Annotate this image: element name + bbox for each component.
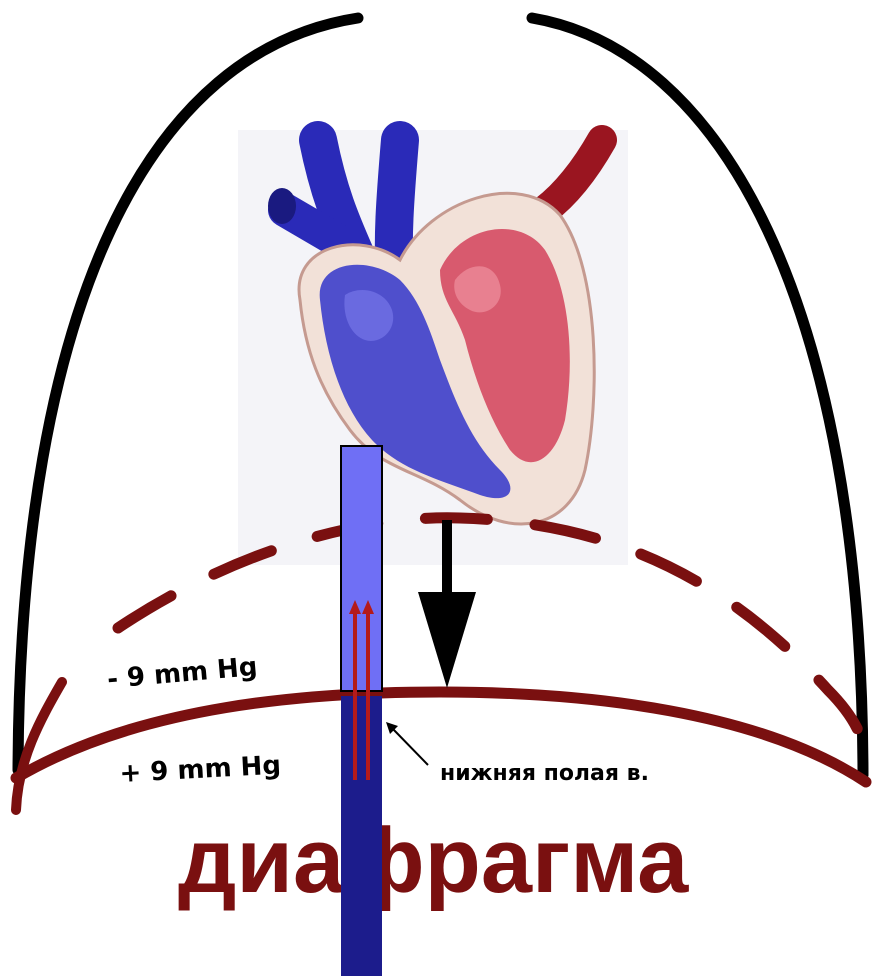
vena-cava-overlay [341,810,382,976]
pressure-below-label: + 9 mm Hg [119,751,282,789]
vena-cava-upper [341,446,382,691]
pointer-arrow-icon [386,722,428,765]
diaphragm-title: диафрагма [178,810,689,912]
vein-label: нижняя полая в. [440,761,649,786]
pressure-above-label: - 9 mm Hg [106,652,259,695]
